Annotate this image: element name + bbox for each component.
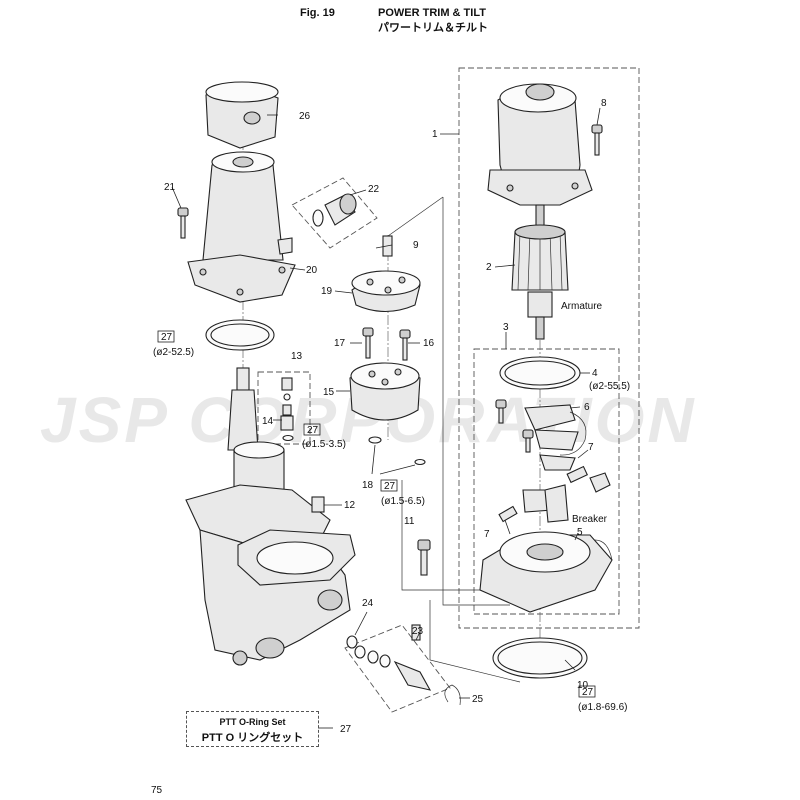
callout-13: 13 (291, 351, 303, 362)
plug-12 (311, 496, 325, 513)
callout-1: 1 (432, 129, 438, 140)
screw-8 (591, 124, 603, 156)
valve-body-15 (349, 362, 421, 421)
o-ring-18a (368, 436, 382, 444)
ring-ref-box-2: 27 (307, 425, 319, 436)
callout-18: 18 (362, 480, 374, 491)
spec-4: (ø2-55.5) (589, 381, 630, 392)
callout-14: 14 (262, 416, 274, 427)
manual-valve-22 (312, 193, 357, 227)
valve-set-box (257, 371, 311, 445)
callout-21: 21 (164, 182, 176, 193)
armature (511, 204, 569, 340)
o-ring-18b (414, 458, 426, 466)
callout-25: 25 (472, 694, 484, 705)
figure-title: POWER TRIM & TILT (378, 7, 486, 19)
page-number: 75 (151, 785, 163, 796)
callout-9: 9 (413, 240, 419, 251)
callout-11: 11 (404, 516, 415, 527)
callout-4: 4 (592, 368, 598, 379)
armature-label: Armature (561, 301, 603, 312)
o-ring-52-5 (205, 319, 275, 351)
figure-number: Fig. 19 (300, 7, 335, 19)
o-ring-24 (346, 635, 358, 649)
circlip-25 (444, 684, 461, 706)
end-cover (479, 531, 613, 613)
callout-10: 10 (577, 680, 589, 691)
callout-26: 26 (299, 111, 311, 122)
motor-yoke (487, 83, 593, 206)
oring-set-title: PTT O-Ring Set (219, 717, 286, 727)
ring-ref-spec-1: (ø2-52.5) (153, 347, 194, 358)
callout-12: 12 (344, 500, 356, 511)
reservoir-20 (187, 151, 296, 303)
callout-19: 19 (321, 286, 333, 297)
ring-ref-spec-3: (ø1.5-6.5) (381, 496, 425, 507)
screw-11 (417, 539, 431, 576)
callout-23: 23 (412, 626, 424, 637)
oring-set-box: PTT O-Ring Set PTT O リングセット (186, 711, 319, 747)
brush-holder-box (473, 348, 620, 615)
motor-assembly-box (458, 67, 640, 629)
valve-set-13 (280, 377, 294, 431)
screw-21 (177, 207, 189, 239)
callout-24: 24 (362, 598, 374, 609)
o-ring-1-5-3-5 (282, 434, 294, 442)
callout-20: 20 (306, 265, 318, 276)
callout-5: 5 (577, 527, 583, 538)
ring-ref-box-1: 27 (161, 332, 173, 343)
o-ring-10 (492, 637, 588, 679)
screw-17 (362, 327, 374, 359)
ring-ref-box-3: 27 (384, 481, 396, 492)
screw-16 (399, 329, 411, 361)
callout-7a: 7 (588, 442, 594, 453)
brush-holder (495, 399, 611, 523)
callout-27: 27 (340, 724, 352, 735)
pump-19 (351, 270, 421, 313)
callout-15: 15 (323, 387, 335, 398)
ring-ref-spec-2: (ø1.5-3.5) (302, 439, 346, 450)
breaker-label: Breaker (572, 514, 608, 525)
cap-26 (205, 81, 279, 149)
o-ring-4 (499, 356, 581, 390)
callout-6: 6 (584, 402, 590, 413)
callout-17: 17 (334, 338, 346, 349)
piston-set-box (344, 624, 451, 713)
callout-8: 8 (601, 98, 607, 109)
callout-22: 22 (368, 184, 380, 195)
ring-ref-spec-4: (ø1.8-69.6) (578, 702, 627, 713)
manual-valve-box (291, 177, 378, 249)
callout-16: 16 (423, 338, 435, 349)
ring-ref-box-4: 27 (582, 687, 594, 698)
callout-3: 3 (503, 322, 509, 333)
oring-set-title-jp: PTT O リングセット (201, 732, 304, 744)
tilt-cylinder (185, 367, 356, 666)
callout-7b: 7 (484, 529, 490, 540)
callout-2: 2 (486, 262, 492, 273)
figure-title-jp: パワートリム＆チルト (378, 22, 488, 34)
